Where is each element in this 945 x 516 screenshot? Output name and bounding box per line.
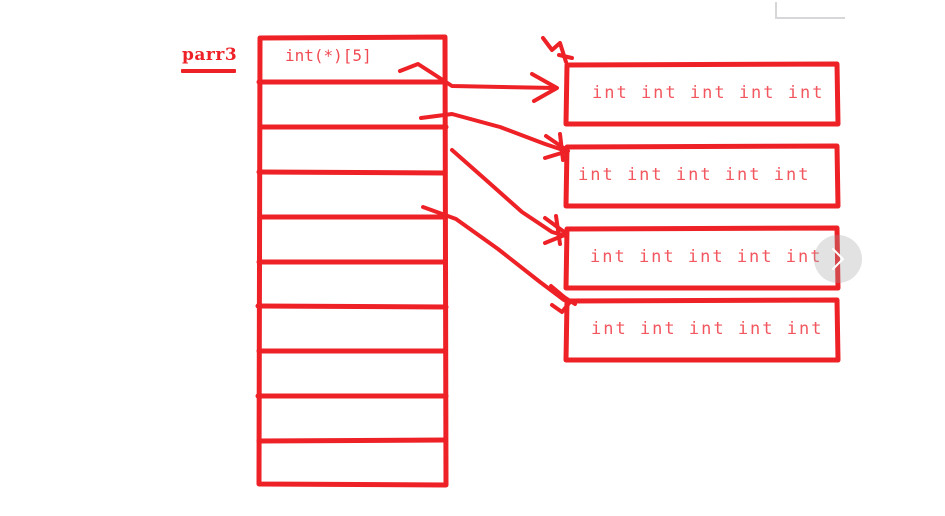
parr3-label: parr3 [182,45,238,65]
pointer-type-text: int(*)[5] [285,46,372,65]
connector-arrow-3 [450,148,569,246]
carousel-next-button[interactable] [814,235,862,283]
int-array-box-4 [563,297,841,363]
connector-arrow-1 [398,36,574,103]
connector-arrow-4 [421,205,577,314]
int-array-row-1-text: int int int int int [592,83,825,103]
int-array-row-3-text: int int int int int [590,247,823,267]
corner-mark-horizontal [775,17,845,19]
int-array-row-2-text: int int int int int [578,165,811,185]
pointer-array-outline [255,34,449,488]
corner-mark-vertical [775,2,777,19]
parr3-underline [181,69,236,73]
int-array-box-2 [563,143,841,209]
int-array-box-1 [563,61,841,127]
int-array-box-3 [563,225,841,291]
page-corner-mark [775,2,845,19]
connector-arrow-2 [419,112,570,162]
int-array-row-4-text: int int int int int [591,319,824,339]
chevron-right-icon [832,248,844,270]
